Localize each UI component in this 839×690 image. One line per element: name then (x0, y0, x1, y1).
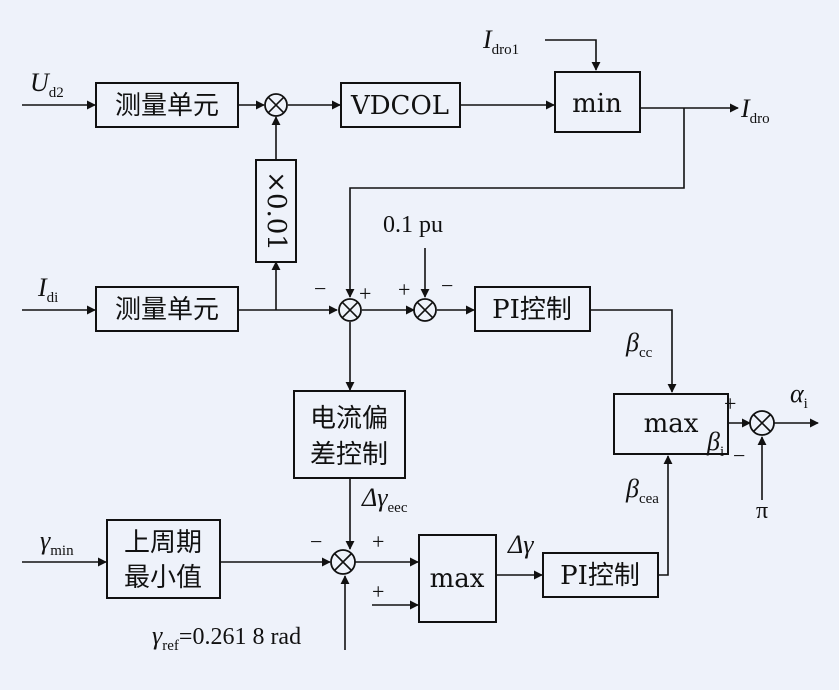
idro-feedback-line (345, 108, 685, 298)
signal-alpha-i: αi (790, 379, 808, 412)
signal-gamma-min: γmin (40, 526, 74, 559)
block-label: PI控制 (492, 295, 572, 325)
signal-pi: π (756, 498, 768, 524)
block-label-line1: 电流偏 (310, 404, 388, 434)
sign-plus: + (372, 579, 384, 604)
block-min-previous: 上周期 最小值 (106, 519, 221, 599)
block-label: min (572, 89, 622, 119)
block-gain: ×0.01 (255, 159, 297, 263)
block-label: ×0.01 (261, 171, 291, 251)
sign-minus: − (733, 443, 745, 468)
sign-plus: + (724, 391, 736, 416)
block-label: 测量单元 (115, 295, 219, 325)
summing-junction-current (338, 298, 362, 322)
block-pi-bottom: PI控制 (542, 552, 659, 598)
block-label: PI控制 (560, 561, 640, 591)
signal-gamma-ref: γref=0.261 8 rad (152, 621, 301, 654)
connections (22, 39, 819, 650)
multiplier-junction (264, 93, 288, 117)
beta-cc-line (590, 309, 677, 393)
signal-idro1: Idro1 (482, 25, 519, 58)
signal-delta-gamma-eec: Δγeec (361, 483, 408, 516)
block-max-bottom: max (418, 534, 497, 623)
signal-beta-i: βi (706, 427, 724, 460)
summing-junction-margin (413, 298, 437, 322)
signal-ud2: Ud2 (30, 68, 64, 101)
sign-plus: + (359, 281, 371, 306)
signal-idi: Idi (37, 273, 58, 306)
block-label-line2: 差控制 (310, 440, 388, 470)
block-pi-top: PI控制 (474, 286, 591, 332)
signal-beta-cc: βcc (625, 328, 653, 361)
sign-minus: − (441, 273, 453, 298)
signal-0.1pu: 0.1 pu (383, 212, 443, 238)
block-min: min (554, 71, 641, 133)
block-max-right: max (613, 393, 729, 455)
sign-minus: − (314, 276, 326, 301)
sign-plus: + (372, 529, 384, 554)
block-measure-top: 测量单元 (95, 82, 239, 128)
block-label: max (430, 564, 485, 594)
block-label: VDCOL (350, 91, 449, 121)
block-vdcol: VDCOL (340, 82, 461, 128)
block-label-line2: 最小值 (124, 563, 202, 593)
beta-cea-line (658, 455, 673, 576)
summing-junction-gamma (330, 549, 356, 575)
block-deviation-control: 电流偏 差控制 (293, 390, 406, 479)
summing-junction-output (749, 410, 775, 436)
idro1-line (545, 39, 601, 71)
signal-delta-gamma: Δγ (507, 530, 534, 559)
signal-beta-cea: βcea (625, 474, 659, 507)
block-measure-mid: 测量单元 (95, 286, 239, 332)
block-label: max (644, 409, 699, 439)
block-label-line1: 上周期 (124, 528, 202, 558)
signal-idro: Idro (740, 94, 770, 127)
sign-plus: + (398, 277, 410, 302)
sign-minus: − (310, 529, 322, 554)
block-label: 测量单元 (115, 91, 219, 121)
